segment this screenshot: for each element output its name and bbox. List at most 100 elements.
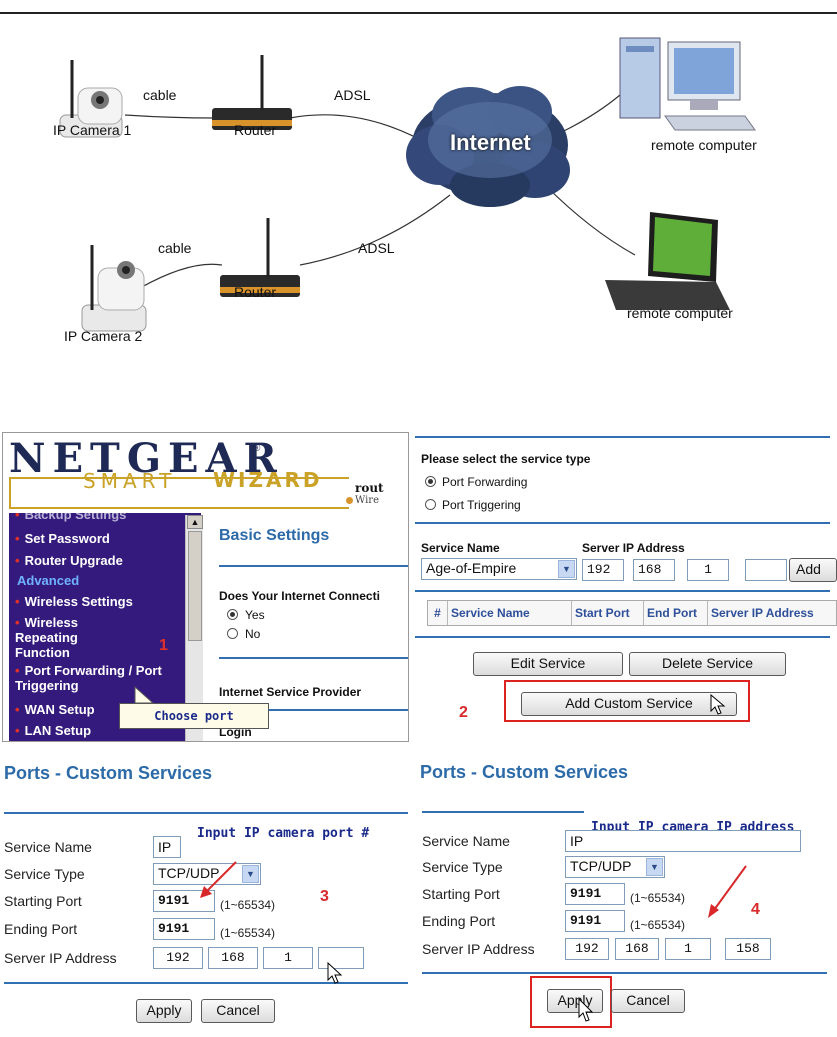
server-ip-octet-4-left[interactable] <box>318 947 364 969</box>
step-number-1: 1 <box>159 637 168 654</box>
no-radio[interactable] <box>227 628 238 639</box>
remote-computer-1-label: remote computer <box>651 137 757 153</box>
port-triggering-radio[interactable] <box>425 499 436 510</box>
menu-item-label: Router Upgrade <box>24 553 123 568</box>
sidebar-scrollbar[interactable]: ▲ <box>185 515 203 741</box>
divider <box>219 657 408 659</box>
col-end-port: End Port <box>644 601 708 625</box>
mouse-cursor-icon <box>578 998 594 1022</box>
ending-port-label-right: Ending Port <box>422 913 496 929</box>
apply-button-left[interactable]: Apply <box>136 999 192 1023</box>
yes-label: Yes <box>245 608 265 622</box>
server-ip-octet-1-left[interactable]: 192 <box>153 947 203 969</box>
smart-text: SMART <box>83 469 177 493</box>
divider <box>422 811 584 813</box>
desktop-computer-icon <box>619 37 756 131</box>
router-2-icon <box>220 218 300 297</box>
adsl-line-2 <box>299 194 451 266</box>
server-ip-octet-3-right[interactable]: 1 <box>665 938 711 960</box>
service-type-select-right[interactable]: TCP/UDP ▼ <box>565 856 665 878</box>
edit-service-button[interactable]: Edit Service <box>473 652 623 676</box>
service-type-panel: Please select the service type Port Forw… <box>415 436 837 726</box>
starting-port-label-right: Starting Port <box>422 886 500 902</box>
server-ip-label-right: Server IP Address <box>422 941 535 957</box>
ip-octet-2[interactable]: 168 <box>633 559 675 581</box>
ending-port-input-right[interactable]: 9191 <box>565 910 625 932</box>
starting-port-input-left[interactable]: 9191 <box>153 890 215 912</box>
menu-item-router-upgrade[interactable]: •Router Upgrade <box>15 553 123 568</box>
menu-item-label: Backup Settings <box>24 513 127 522</box>
ending-port-label-left: Ending Port <box>4 921 78 937</box>
red-arrow-icon <box>708 865 747 918</box>
ip-octet-4[interactable] <box>745 559 787 581</box>
divider <box>422 972 827 974</box>
netgear-admin-panel: NETGEAR ® SMART WIZARD rout Wire •Backup… <box>2 432 409 742</box>
router-1-icon <box>212 55 292 130</box>
service-type-select-left[interactable]: TCP/UDP ▼ <box>153 863 261 885</box>
server-ip-octet-3-left[interactable]: 1 <box>263 947 313 969</box>
menu-item-label: Set Password <box>24 531 110 546</box>
cable-2-label: cable <box>158 240 192 256</box>
menu-item-port-forwarding[interactable]: •Port Forwarding / Port Triggering <box>15 663 162 693</box>
port-forwarding-radio[interactable] <box>425 476 436 487</box>
chevron-down-icon[interactable]: ▼ <box>558 560 575 578</box>
server-ip-octet-1-right[interactable]: 192 <box>565 938 609 960</box>
divider <box>415 590 830 592</box>
header-wireless-text: Wire <box>355 495 379 506</box>
choose-port-tooltip: Choose port <box>119 703 269 729</box>
menu-item-wireless-settings[interactable]: •Wireless Settings <box>15 594 133 609</box>
scroll-thumb[interactable] <box>188 531 202 641</box>
menu-item-backup-settings[interactable]: •Backup Settings <box>15 513 126 522</box>
service-name-label: Service Name <box>421 541 500 555</box>
service-type-heading: Please select the service type <box>421 452 591 466</box>
menu-item-lan-setup[interactable]: •LAN Setup <box>15 723 92 738</box>
ip-octet-1[interactable]: 192 <box>582 559 624 581</box>
server-ip-octet-4-right[interactable]: 158 <box>725 938 771 960</box>
yes-radio[interactable] <box>227 609 238 620</box>
cancel-button-left[interactable]: Cancel <box>201 999 275 1023</box>
chevron-down-icon[interactable]: ▼ <box>242 865 259 883</box>
cancel-button-right[interactable]: Cancel <box>611 989 685 1013</box>
menu-item-wireless-repeating[interactable]: •Wireless Repeating Function <box>15 615 78 660</box>
service-name-input-left[interactable]: IP <box>153 836 181 858</box>
smartwizard-frame <box>9 477 349 509</box>
laptop-computer-icon <box>605 212 730 310</box>
ip-octet-3[interactable]: 1 <box>687 559 729 581</box>
netgear-header: NETGEAR ® SMART WIZARD rout Wire <box>3 433 408 513</box>
server-ip-octet-2-right[interactable]: 168 <box>615 938 659 960</box>
ip-camera-2-icon <box>81 245 147 332</box>
red-arrow-icon <box>200 861 237 898</box>
header-router-text: rout <box>355 481 384 495</box>
menu-item-label: Port Forwarding / Port Triggering <box>15 663 162 693</box>
custom-services-title-left: Ports - Custom Services <box>4 763 213 783</box>
server-ip-octet-2-left[interactable]: 168 <box>208 947 258 969</box>
menu-item-set-password[interactable]: •Set Password <box>15 531 110 546</box>
delete-service-button[interactable]: Delete Service <box>629 652 786 676</box>
ending-port-input-left[interactable]: 9191 <box>153 918 215 940</box>
starting-port-range-left: (1~65534) <box>220 898 276 912</box>
server-ip-label-left: Server IP Address <box>4 950 117 966</box>
add-custom-service-button[interactable]: Add Custom Service <box>521 692 737 716</box>
chevron-down-icon[interactable]: ▼ <box>646 858 663 876</box>
tooltip-pointer-icon <box>134 685 155 704</box>
no-label: No <box>245 627 261 641</box>
adsl-line-1 <box>289 114 431 146</box>
custom-services-title-right: Ports - Custom Services <box>420 762 629 782</box>
scroll-up-arrow-icon[interactable]: ▲ <box>187 515 203 529</box>
service-type-value: TCP/UDP <box>570 858 632 874</box>
starting-port-input-right[interactable]: 9191 <box>565 883 625 905</box>
header-dot-icon <box>346 497 353 504</box>
router-2-label: Router <box>234 284 277 300</box>
add-service-button[interactable]: Add <box>789 558 837 582</box>
menu-item-wan-setup[interactable]: •WAN Setup <box>15 702 95 717</box>
divider <box>415 636 830 638</box>
service-select[interactable]: Age-of-Empire ▼ <box>421 558 577 580</box>
step-number-3: 3 <box>320 888 329 905</box>
service-type-value: TCP/UDP <box>158 865 220 881</box>
port-forwarding-label: Port Forwarding <box>442 475 528 489</box>
top-rule <box>0 12 837 14</box>
internet-connection-question: Does Your Internet Connecti <box>219 589 380 603</box>
starting-port-range-right: (1~65534) <box>630 891 686 905</box>
service-type-label-right: Service Type <box>422 859 503 875</box>
service-name-input-right[interactable]: IP <box>565 830 801 852</box>
